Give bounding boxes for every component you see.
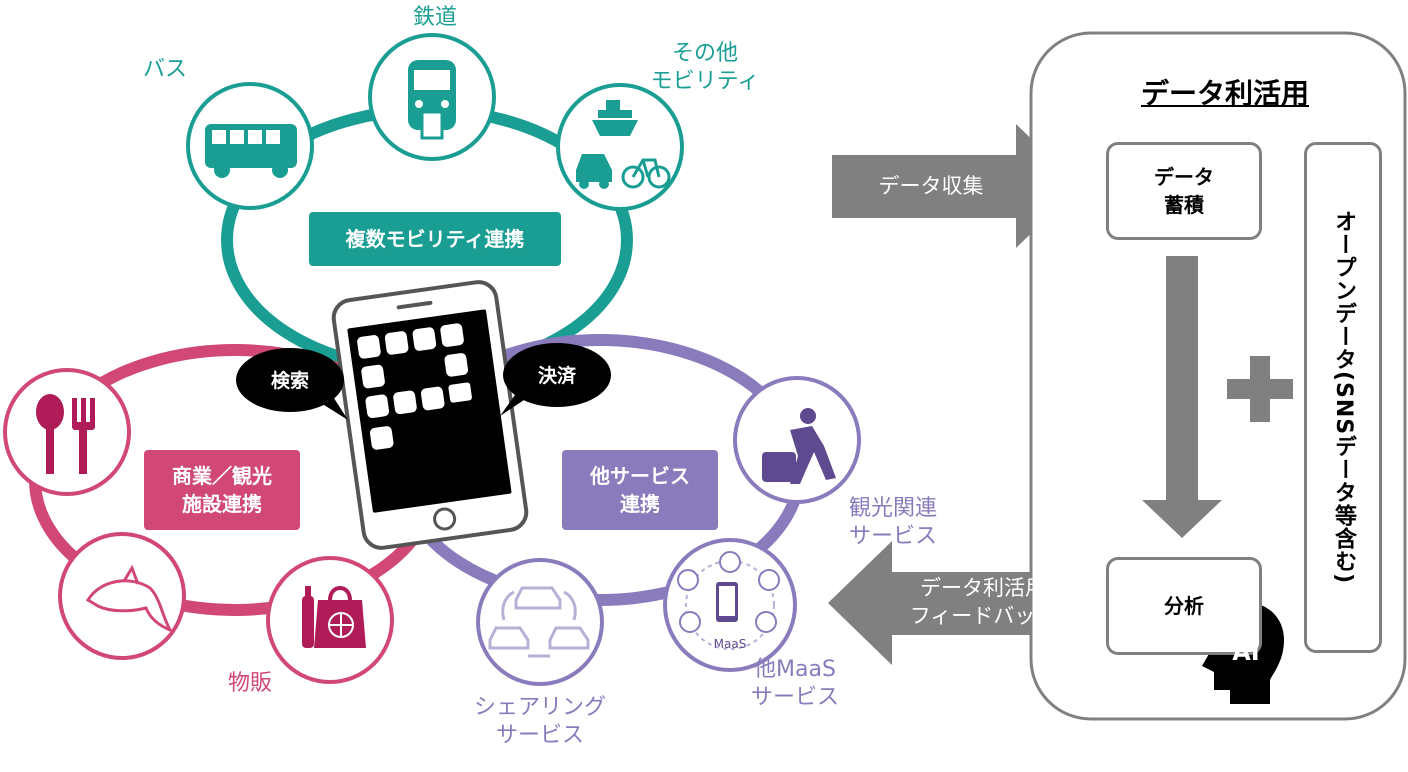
rail-label: 鉄道 [412,5,457,30]
mobility-tag: 複数モビリティ連携 [309,212,561,266]
other-mobility-circle [556,83,684,211]
search-bubble [236,348,348,420]
analysis-box: 分析 [1106,557,1262,655]
traveler-icon [762,408,836,484]
feedback-arrow-label: データ利活用 フィードバック [909,576,1057,628]
down-arrow [1142,256,1222,538]
panel-title: データ利活用 [1140,77,1309,110]
services-tag: 他サービス 連携 [562,450,718,530]
ai-label: AI [1232,638,1260,666]
bus-icon [205,124,297,178]
maas-icon-text: MaaS [714,637,747,651]
bus-label: バス [142,57,187,82]
spoon-fork-icon [36,394,95,474]
opendata-label: オープンデータ(SNSデータ等含む) [1331,210,1356,585]
wine-bag-icon [302,586,366,648]
maas-circle: MaaS [663,538,797,672]
rail-circle [368,33,496,161]
sharing-circle [476,558,604,686]
commerce-tag: 商業／観光 施設連携 [144,450,300,530]
maas-label: 他MaaS サービス [750,657,839,710]
goods-label: 物販 [227,671,272,696]
search-label: 検索 [270,370,309,392]
bicycle-icon [621,158,671,189]
tourism-label: 観光関連 サービス [848,496,937,549]
payment-bubble [500,343,611,416]
plus-icon [1227,356,1293,422]
sharing-label: シェアリング サービス [473,695,606,748]
tourism-circle [733,376,861,504]
ship-icon [592,100,638,136]
smartphone-icon [331,280,529,550]
payment-label: 決済 [537,365,576,387]
dolphin-icon [85,564,174,634]
dolphin-circle [58,532,186,660]
maas-hub-icon [677,551,780,650]
car-sharing-icon [488,586,590,658]
bus-circle [186,82,314,210]
train-icon [408,60,456,140]
collect-arrow [832,124,1080,248]
car-icon [576,154,612,189]
opendata-box: オープンデータ(SNSデータ等含む) [1304,142,1382,653]
storage-box: データ 蓄積 [1106,142,1262,240]
restaurant-circle [3,368,131,496]
collect-arrow-label: データ収集 [878,174,984,198]
goods-circle [266,556,394,684]
feedback-arrow [828,541,1076,665]
other-mobility-label: その他 モビリティ [650,41,760,94]
